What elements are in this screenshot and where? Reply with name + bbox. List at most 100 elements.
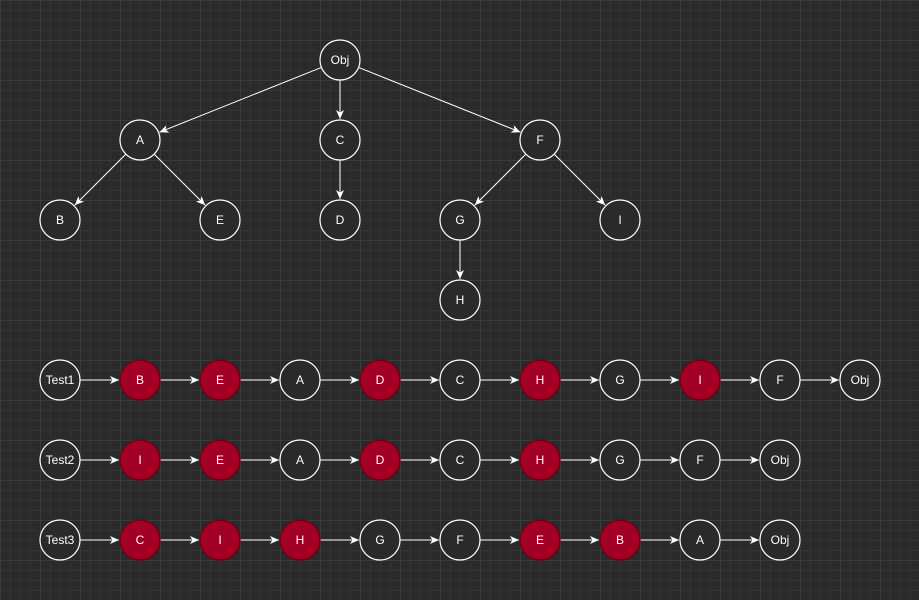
node-label: G — [615, 373, 624, 387]
node-circle — [199, 199, 241, 241]
node-label: I — [138, 453, 141, 467]
sequence-node-test3-2[interactable]: I — [199, 519, 241, 561]
node-label: Obj — [771, 453, 790, 467]
sequence-node-test2-2[interactable]: E — [199, 439, 241, 481]
node-circle — [839, 359, 881, 401]
sequence-node-test2-8[interactable]: F — [679, 439, 721, 481]
sequence-node-test3-9[interactable]: Obj — [759, 519, 801, 561]
sequence-node-test1-9[interactable]: F — [759, 359, 801, 401]
node-label: I — [618, 213, 621, 227]
sequence-node-test1-10[interactable]: Obj — [839, 359, 881, 401]
node-label: F — [776, 373, 783, 387]
node-circle — [359, 359, 401, 401]
tree-edge-a-e — [153, 153, 206, 206]
sequence-node-test2-6[interactable]: H — [519, 439, 561, 481]
node-label: I — [698, 373, 701, 387]
sequence-node-test2-9[interactable]: Obj — [759, 439, 801, 481]
sequence-node-test2-5[interactable]: C — [439, 439, 481, 481]
node-circle — [599, 439, 641, 481]
sequence-node-test1-1[interactable]: B — [119, 359, 161, 401]
sequence-node-test3-7[interactable]: B — [599, 519, 641, 561]
node-label: B — [56, 213, 64, 227]
node-circle — [679, 439, 721, 481]
sequence-node-test1-5[interactable]: C — [439, 359, 481, 401]
sequence-node-test2-0[interactable]: Test2 — [39, 439, 81, 481]
node-label: A — [696, 533, 704, 547]
node-circle — [679, 519, 721, 561]
tree-node-b[interactable]: B — [39, 199, 81, 241]
sequence-node-test3-4[interactable]: G — [359, 519, 401, 561]
node-label: Test1 — [46, 373, 75, 387]
node-label: Obj — [851, 373, 870, 387]
sequence-node-test2-7[interactable]: G — [599, 439, 641, 481]
tree-node-e[interactable]: E — [199, 199, 241, 241]
node-circle — [439, 359, 481, 401]
node-label: H — [536, 373, 545, 387]
edges-layer — [74, 66, 839, 544]
tree-node-a[interactable]: A — [119, 119, 161, 161]
node-circle — [39, 439, 81, 481]
node-circle — [39, 359, 81, 401]
node-label: B — [616, 533, 624, 547]
node-circle — [519, 119, 561, 161]
node-circle — [119, 519, 161, 561]
node-circle — [439, 519, 481, 561]
node-label: F — [456, 533, 463, 547]
tree-node-obj[interactable]: Obj — [319, 39, 361, 81]
node-label: E — [216, 373, 224, 387]
node-label: Obj — [331, 53, 350, 67]
node-circle — [119, 359, 161, 401]
sequence-node-test2-1[interactable]: I — [119, 439, 161, 481]
node-circle — [359, 519, 401, 561]
sequence-node-test1-6[interactable]: H — [519, 359, 561, 401]
node-circle — [359, 439, 401, 481]
node-circle — [519, 519, 561, 561]
sequence-node-test3-6[interactable]: E — [519, 519, 561, 561]
node-circle — [119, 439, 161, 481]
node-circle — [279, 359, 321, 401]
sequence-node-test1-0[interactable]: Test1 — [39, 359, 81, 401]
sequence-node-test3-0[interactable]: Test3 — [39, 519, 81, 561]
tree-node-f[interactable]: F — [519, 119, 561, 161]
node-circle — [319, 119, 361, 161]
tree-edge-f-g — [474, 153, 527, 206]
node-label: Obj — [771, 533, 790, 547]
node-circle — [439, 279, 481, 321]
sequence-node-test3-3[interactable]: H — [279, 519, 321, 561]
tree-node-c[interactable]: C — [319, 119, 361, 161]
sequence-node-test3-5[interactable]: F — [439, 519, 481, 561]
tree-node-h[interactable]: H — [439, 279, 481, 321]
tree-node-g[interactable]: G — [439, 199, 481, 241]
sequence-node-test1-4[interactable]: D — [359, 359, 401, 401]
node-circle — [279, 519, 321, 561]
tree-edge-a-b — [74, 153, 127, 206]
node-circle — [439, 439, 481, 481]
sequence-node-test1-2[interactable]: E — [199, 359, 241, 401]
node-label: A — [296, 373, 304, 387]
sequence-node-test3-1[interactable]: C — [119, 519, 161, 561]
node-circle — [759, 359, 801, 401]
node-circle — [119, 119, 161, 161]
node-label: Test2 — [46, 453, 75, 467]
node-label: H — [296, 533, 305, 547]
sequence-node-test1-8[interactable]: I — [679, 359, 721, 401]
tree-edge-f-i — [553, 153, 606, 206]
node-label: G — [375, 533, 384, 547]
node-label: C — [456, 453, 465, 467]
tree-node-i[interactable]: I — [599, 199, 641, 241]
node-label: Test3 — [46, 533, 75, 547]
node-label: I — [218, 533, 221, 547]
node-circle — [199, 439, 241, 481]
node-label: D — [336, 213, 345, 227]
sequence-node-test3-8[interactable]: A — [679, 519, 721, 561]
sequence-node-test1-3[interactable]: A — [279, 359, 321, 401]
sequence-node-test1-7[interactable]: G — [599, 359, 641, 401]
sequence-node-test2-4[interactable]: D — [359, 439, 401, 481]
tree-node-d[interactable]: D — [319, 199, 361, 241]
tree-edge-obj-f — [358, 66, 521, 133]
sequence-node-test2-3[interactable]: A — [279, 439, 321, 481]
node-circle — [199, 519, 241, 561]
